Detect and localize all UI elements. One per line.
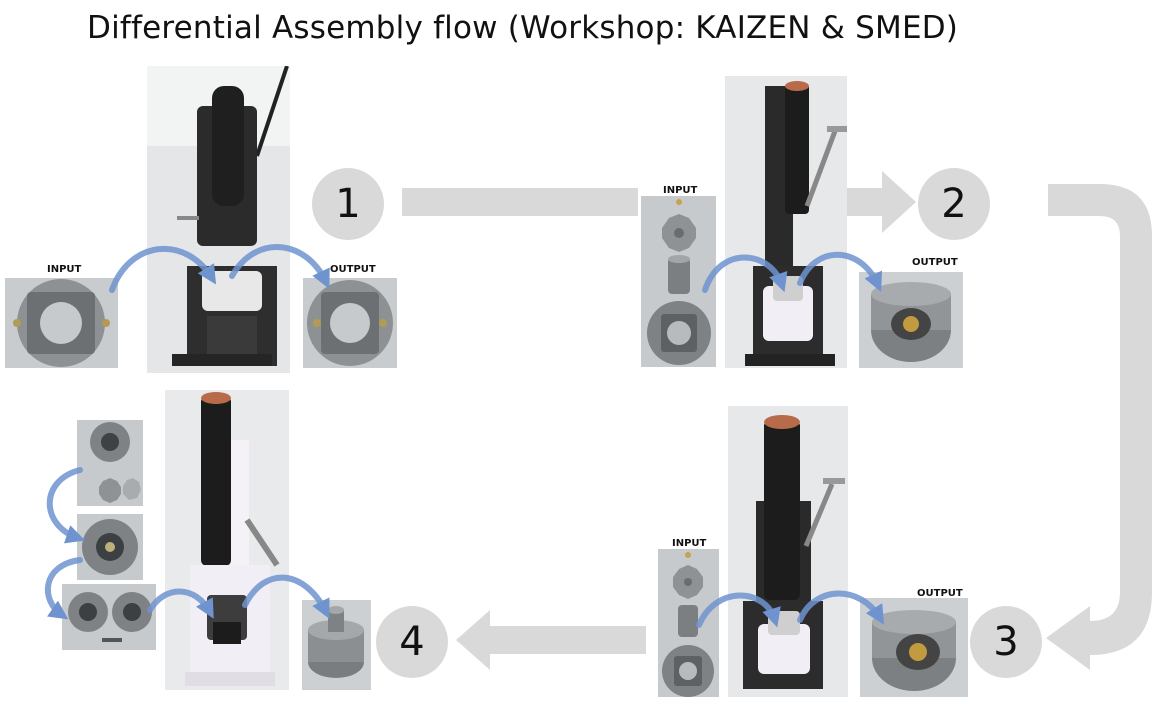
step-2-input-arrow — [702, 254, 788, 293]
step-2-output-label: OUTPUT — [912, 257, 958, 268]
step-4-arrow-a — [46, 467, 86, 544]
step-3-input-label: INPUT — [672, 538, 707, 549]
step-3-input-arrow — [696, 592, 781, 628]
step-1-output-arrow — [229, 244, 330, 289]
step-4-arrow-b — [45, 557, 83, 620]
step-3-output-label: OUTPUT — [917, 588, 963, 599]
flow-arrow-2-to-3 — [1046, 184, 1152, 670]
step-2-output-arrow — [797, 251, 883, 293]
step-2-input-parts-photo — [641, 196, 716, 367]
step-4-part-c-photo — [62, 584, 156, 650]
step-1-circle: 1 — [312, 168, 384, 240]
flow-bar-1-to-2 — [402, 188, 638, 216]
page-title: Differential Assembly flow (Workshop: KA… — [87, 10, 959, 46]
step-4-circle: 4 — [376, 606, 448, 678]
step-4-part-b-photo — [77, 514, 143, 580]
step-3-circle: 3 — [970, 606, 1042, 678]
step-1-input-arrow — [109, 245, 217, 293]
step-4-press-photo — [165, 390, 289, 690]
step-4-arrow-c — [147, 588, 214, 619]
step-1-input-part-photo — [5, 278, 118, 368]
flow-arrow-into-2 — [845, 171, 916, 233]
step-2-circle: 2 — [918, 168, 990, 240]
step-4-output-part-photo — [302, 600, 371, 690]
step-1-output-part-photo — [303, 278, 397, 368]
step-3-input-parts-photo — [658, 549, 719, 697]
step-1-input-label: INPUT — [47, 264, 82, 275]
step-2-input-label: INPUT — [663, 185, 698, 196]
step-2-press-photo — [725, 76, 847, 368]
step-3-press-photo — [728, 406, 848, 697]
step-1-output-label: OUTPUT — [330, 264, 376, 275]
step-1-press-photo — [147, 66, 290, 373]
step-4-part-a-photo — [77, 420, 143, 506]
flow-arrow-3-to-4 — [456, 610, 646, 670]
step-4-output-arrow — [242, 574, 330, 619]
step-3-output-arrow — [797, 590, 884, 625]
